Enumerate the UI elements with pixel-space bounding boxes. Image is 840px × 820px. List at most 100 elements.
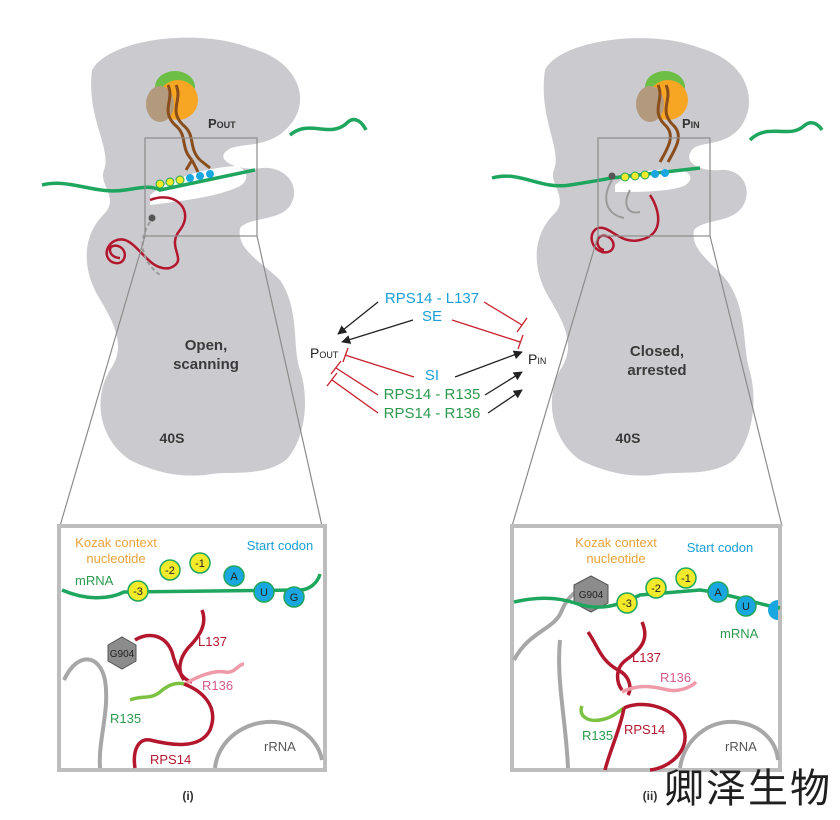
right-codon-beads: A U bbox=[707, 581, 778, 620]
left-codon-beads: A U G bbox=[223, 565, 305, 608]
left-rps14-label: RPS14 bbox=[150, 752, 191, 767]
inhibit-l137-pin bbox=[483, 301, 528, 333]
left-p-state-label: POUT bbox=[208, 116, 236, 131]
left-state-line1: Open, bbox=[185, 337, 228, 354]
svg-text:-3: -3 bbox=[133, 586, 143, 598]
left-inset: rRNA G904 -3 -2 -1 A U G Kozak context n… bbox=[57, 524, 327, 772]
right-r135-label: R135 bbox=[582, 728, 613, 743]
left-mrna-beads bbox=[155, 170, 214, 189]
center-scheme: POUT PIN RPS14 - L137 SE SI RPS14 - R135… bbox=[310, 290, 546, 422]
right-mrna-strand bbox=[491, 166, 701, 188]
factor-rps14-r136: RPS14 - R136 bbox=[384, 405, 481, 422]
right-mrna-beads bbox=[620, 169, 669, 182]
left-state-line2: scanning bbox=[173, 356, 239, 373]
svg-text:-3: -3 bbox=[622, 598, 632, 610]
right-subunit-label: 40S bbox=[616, 430, 641, 446]
left-inset-rrna-label: rRNA bbox=[264, 739, 296, 754]
left-rps14-r136 bbox=[184, 662, 245, 686]
left-start-codon-label: Start codon bbox=[247, 538, 314, 553]
left-40s-body bbox=[86, 37, 306, 476]
inhibit-r135-pout bbox=[330, 360, 379, 396]
left-mrna-exit bbox=[288, 117, 368, 137]
left-g904-label: G904 bbox=[110, 649, 135, 660]
right-rrna-dash bbox=[605, 179, 641, 219]
svg-text:A: A bbox=[230, 571, 238, 583]
right-start-codon-label: Start codon bbox=[687, 540, 754, 555]
right-state-line1: Closed, bbox=[630, 343, 684, 360]
arrow-r135-to-pin bbox=[484, 371, 523, 396]
right-rps14-l137-loop bbox=[615, 621, 647, 692]
svg-text:-2: -2 bbox=[165, 565, 175, 577]
left-inset-rrna-b bbox=[213, 719, 324, 769]
arrow-si-to-pin bbox=[454, 350, 523, 378]
right-kozak-label-1: Kozak context bbox=[575, 535, 657, 550]
right-zoom-lines bbox=[511, 235, 783, 527]
right-rps14-r136 bbox=[621, 680, 698, 694]
left-inset-rrna-a bbox=[62, 657, 109, 769]
center-pout-label: POUT bbox=[310, 345, 339, 361]
arrow-se-to-pout bbox=[341, 319, 414, 344]
left-rps14-r135 bbox=[129, 681, 185, 702]
right-kozak-beads: -3 -2 -1 bbox=[616, 567, 697, 614]
right-p-state-label: PIN bbox=[682, 116, 700, 131]
right-inset: rRNA G904 -3 -2 -1 A U Kozak context nuc… bbox=[510, 524, 782, 772]
arrow-l137-to-pout bbox=[337, 301, 379, 335]
right-rps14-label: RPS14 bbox=[624, 722, 665, 737]
inhibit-si-pout bbox=[342, 347, 415, 378]
svg-text:-1: -1 bbox=[195, 558, 205, 570]
right-inset-rrna-label: rRNA bbox=[725, 739, 757, 754]
svg-text:U: U bbox=[742, 601, 750, 613]
left-l137-label: L137 bbox=[198, 634, 227, 649]
right-40s-body bbox=[536, 38, 754, 476]
right-rrna-dot bbox=[608, 172, 616, 180]
inhibit-r136-pout bbox=[326, 372, 379, 414]
right-codon-bead-partial bbox=[768, 600, 778, 620]
left-subunit-label: 40S bbox=[160, 430, 185, 446]
svg-text:A: A bbox=[714, 587, 722, 599]
right-panel-caption: (ii) bbox=[643, 789, 658, 803]
left-zoom-lines bbox=[59, 235, 323, 527]
factor-rps14-l137: RPS14 - L137 bbox=[385, 290, 479, 307]
left-r136-label: R136 bbox=[202, 678, 233, 693]
factor-si: SI bbox=[425, 367, 439, 384]
right-l137-label: L137 bbox=[632, 650, 661, 665]
svg-text:U: U bbox=[260, 587, 268, 599]
left-kozak-label-2: nucleotide bbox=[86, 551, 145, 566]
center-pin-label: PIN bbox=[528, 351, 546, 367]
left-rps14-lower bbox=[132, 682, 215, 769]
right-kozak-label-2: nucleotide bbox=[586, 551, 645, 566]
left-rrna-dash bbox=[141, 221, 161, 276]
left-g904-hexagon bbox=[107, 636, 137, 670]
arrow-r136-to-pin bbox=[487, 389, 523, 414]
factor-rps14-r135: RPS14 - R135 bbox=[384, 386, 481, 403]
left-rps14-upper bbox=[134, 633, 193, 684]
inhibit-se-pin bbox=[451, 319, 524, 350]
svg-text:-1: -1 bbox=[681, 573, 691, 585]
left-trna bbox=[166, 84, 211, 173]
right-rps14-lower bbox=[603, 702, 687, 772]
left-rrna-dot bbox=[148, 214, 156, 222]
left-kozak-label-1: Kozak context bbox=[75, 535, 157, 550]
right-zoom-box bbox=[597, 137, 711, 237]
right-r136-label: R136 bbox=[660, 670, 691, 685]
left-kozak-beads: -3 -2 -1 bbox=[127, 552, 211, 602]
left-mrna-strand bbox=[41, 168, 256, 193]
left-rps14-squiggle bbox=[105, 196, 187, 270]
right-inset-frame bbox=[510, 524, 782, 772]
factor-se: SE bbox=[422, 308, 442, 325]
svg-text:-2: -2 bbox=[651, 583, 661, 595]
right-rps14-r135 bbox=[579, 705, 625, 723]
left-r135-label: R135 bbox=[110, 711, 141, 726]
right-inset-rrna-b bbox=[678, 719, 780, 769]
right-mrna-exit bbox=[748, 121, 824, 142]
right-mrna-label: mRNA bbox=[720, 626, 759, 641]
left-panel-caption: (i) bbox=[182, 789, 193, 803]
right-state-line2: arrested bbox=[627, 362, 686, 379]
right-g904-label: G904 bbox=[579, 590, 604, 601]
right-trna bbox=[656, 84, 680, 163]
svg-text:G: G bbox=[290, 592, 299, 604]
left-inset-mrna bbox=[61, 573, 322, 600]
watermark-text: 卿泽生物 bbox=[664, 766, 832, 812]
svg-text:PIN: PIN bbox=[682, 116, 700, 131]
